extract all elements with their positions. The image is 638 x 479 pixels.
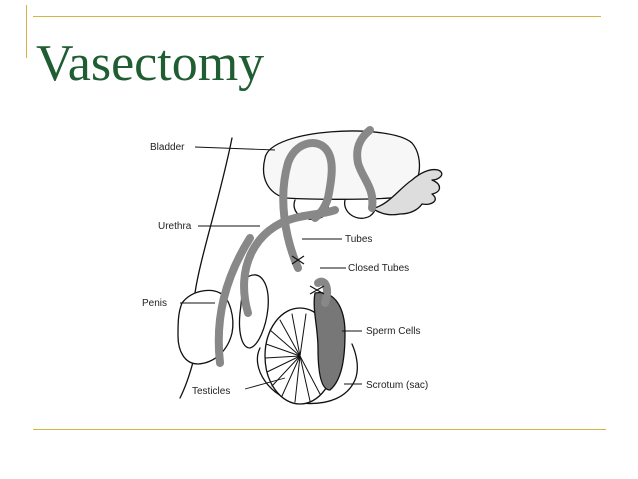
seminal-vesicle — [374, 168, 443, 216]
slide-title: Vasectomy — [36, 35, 265, 92]
testicle-lobules — [264, 313, 321, 403]
label-urethra: Urethra — [158, 221, 192, 232]
label-bladder: Bladder — [150, 142, 185, 153]
label-scrotum: Scrotum (sac) — [366, 380, 428, 391]
label-testicles: Testicles — [192, 386, 230, 397]
label-sperm-cells: Sperm Cells — [366, 326, 420, 337]
scrotum-shape — [256, 343, 358, 405]
top-accent-line — [33, 16, 601, 17]
epididymis-shape — [313, 292, 346, 391]
body-outline — [194, 137, 233, 294]
vas-deferens — [279, 139, 336, 272]
left-accent-line — [26, 5, 27, 58]
anatomy-diagram: Bladder Urethra Tubes Closed Tubes Penis… — [142, 126, 443, 405]
urethra-lower — [214, 234, 254, 367]
vas-lower — [314, 277, 331, 307]
label-tubes: Tubes — [345, 234, 372, 245]
bottom-accent-line — [33, 429, 606, 430]
closed-tube-knots — [291, 255, 325, 295]
label-penis: Penis — [142, 298, 167, 309]
leader-lines — [180, 146, 362, 390]
label-closed-tubes: Closed Tubes — [348, 263, 409, 274]
vas-deferens-right — [353, 126, 377, 212]
